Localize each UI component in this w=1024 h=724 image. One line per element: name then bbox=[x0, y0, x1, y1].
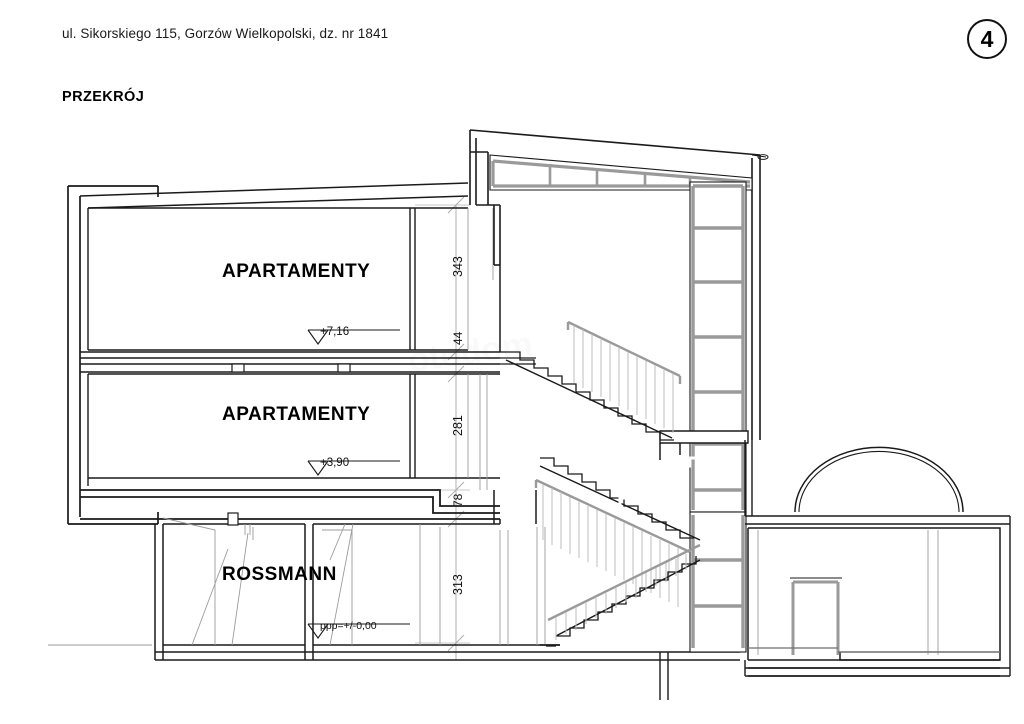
level-mark-upper-floor: +7,16 bbox=[320, 326, 350, 338]
roof-slab bbox=[79, 182, 469, 209]
room-label-rossmann: ROSSMANN bbox=[222, 564, 337, 585]
level-marker-upper bbox=[307, 329, 400, 345]
level-mark-middle-floor: +3,90 bbox=[320, 457, 350, 469]
level-marker-middle bbox=[307, 460, 400, 476]
dimension-label-44: 44 bbox=[451, 331, 465, 345]
dimension-label-78: 78 bbox=[451, 493, 465, 507]
foundation-footings bbox=[659, 652, 1000, 700]
left-exterior-wall bbox=[67, 185, 159, 525]
stair-shaft-walls bbox=[493, 265, 681, 646]
shaft-thin-lines bbox=[467, 208, 494, 490]
staircase-upper-flight bbox=[505, 320, 682, 441]
annex-separating-wall bbox=[744, 440, 753, 516]
slab-upper bbox=[80, 351, 500, 373]
vertical-curtain-wall bbox=[689, 181, 747, 653]
roof-eave-tick bbox=[751, 154, 769, 160]
level-mark-ground: ppp=+/-0,00 bbox=[320, 620, 377, 632]
level-marker-ground bbox=[307, 623, 410, 639]
room-label-apartamenty-upper: APARTAMENTY bbox=[222, 261, 371, 282]
interior-column-stub bbox=[227, 363, 351, 526]
roof-right-sloped bbox=[469, 129, 761, 440]
dimension-label-313: 313 bbox=[451, 574, 465, 595]
ground-floor-diagonal bbox=[231, 523, 354, 646]
middle-storey-outline bbox=[87, 373, 500, 486]
slab-middle bbox=[80, 489, 500, 520]
dimension-label-281: 281 bbox=[451, 415, 465, 436]
upper-storey-outline bbox=[87, 207, 468, 351]
sloped-roof-left bbox=[68, 130, 470, 524]
page-number-badge: 4 bbox=[967, 19, 1007, 59]
domed-annex bbox=[745, 446, 1011, 677]
staircase-lower-flight bbox=[534, 456, 704, 607]
ground-storey-outline bbox=[154, 523, 740, 661]
sheet-address-text: ul. Sikorskiego 115, Gorzów Wielkopolski… bbox=[62, 26, 389, 41]
staircase-bottom-flight bbox=[546, 543, 701, 647]
room-label-apartamenty-lower: APARTAMENTY bbox=[222, 404, 371, 425]
stair-upper-landing bbox=[500, 351, 536, 365]
interior-partition-walls bbox=[409, 208, 416, 478]
page-title: PRZEKRÓJ bbox=[62, 89, 145, 105]
dimension-label-343: 343 bbox=[451, 256, 465, 277]
